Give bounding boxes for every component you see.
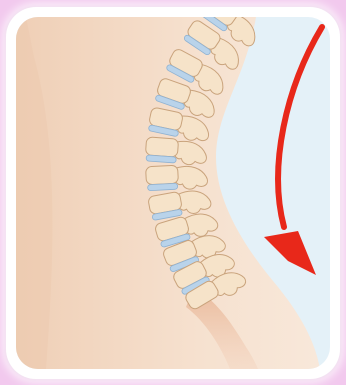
intervertebral-disc bbox=[148, 183, 178, 191]
vertebral-body bbox=[146, 165, 179, 185]
image-frame bbox=[6, 7, 340, 379]
spine-illustration bbox=[16, 17, 330, 369]
curve-arrow-shaft bbox=[278, 27, 322, 227]
curve-arrow-head bbox=[264, 231, 316, 275]
vertebral-body bbox=[145, 137, 178, 157]
illustration-panel bbox=[16, 17, 330, 369]
